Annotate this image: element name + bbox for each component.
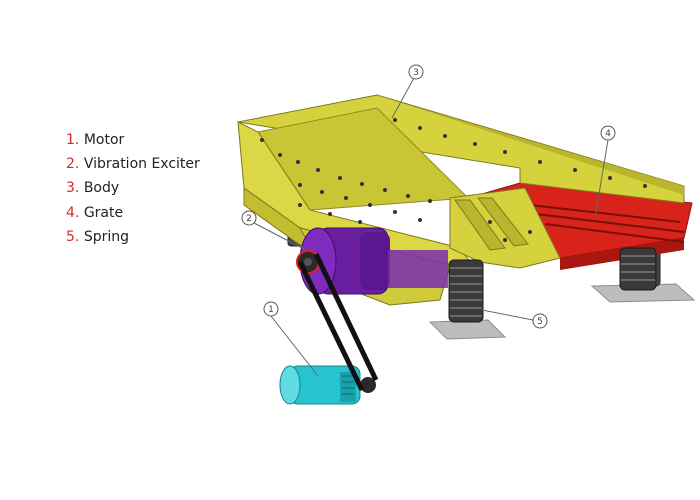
legend-item-spring: 5. Spring [66,225,200,249]
legend-number: 3. [66,180,80,197]
callout-vibration-exciter: 2 [241,210,257,226]
grate-bars [529,204,685,243]
callout-body: 3 [408,64,424,80]
callout-motor: 1 [263,301,279,317]
legend-label: Spring [83,228,129,245]
legend-number: 4. [66,204,80,221]
legend-item-grate: 4. Grate [66,201,200,225]
legend-item-vibration-exciter: 2. Vibration Exciter [66,152,200,176]
exciter-housing [388,250,448,288]
body-back-rim [377,95,684,195]
spring [448,259,484,323]
spring [619,247,657,291]
callout-leaders [253,77,609,377]
legend-item-body: 3. Body [66,176,200,200]
drive-belt [297,252,379,392]
callout-number: 1 [268,305,274,315]
parts-legend: 1. Motor 2. Vibration Exciter 3. Body 4.… [66,128,200,249]
legend-number: 5. [66,228,80,245]
body-ribs [454,197,529,251]
legend-label: Vibration Exciter [83,156,200,173]
body-bolt-holes [260,118,647,242]
callout-number: 5 [537,317,543,327]
motor [279,365,376,405]
callout-number: 4 [605,129,611,139]
legend-number: 2. [66,156,80,173]
callout-number: 2 [246,214,252,224]
callout-grate: 4 [600,125,616,141]
legend-label: Motor [83,132,125,148]
legend-label: Grate [83,204,124,221]
spring-base-plate [428,319,507,340]
legend-label: Body [83,180,120,197]
callout-number: 3 [413,68,419,78]
legend-item-motor: 1. Motor [66,128,200,152]
callout-spring: 5 [532,313,548,329]
legend-number: 1. [66,132,80,148]
